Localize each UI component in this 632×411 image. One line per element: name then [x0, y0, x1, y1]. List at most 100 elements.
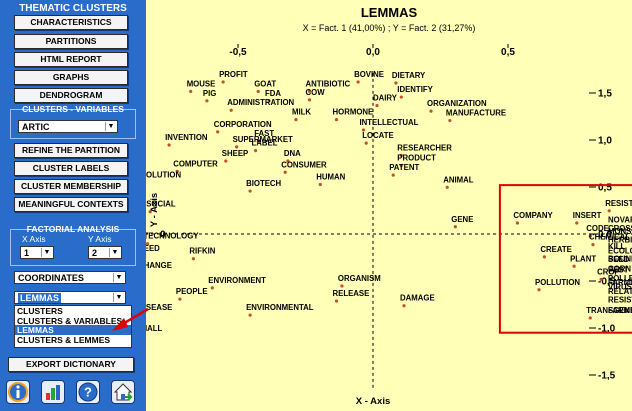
data-point [221, 80, 225, 84]
x-axis-select[interactable]: 1 ▼ [20, 246, 54, 259]
point-label: POLLUTION [535, 278, 580, 287]
point-label: KILL [608, 242, 626, 251]
dendrogram-button[interactable]: DENDROGRAM [14, 88, 128, 103]
point-label: PEOPLE [176, 287, 208, 296]
point-label: LABEL [252, 139, 278, 148]
scatter-chart: LEMMAS X = Fact. 1 (41,00%) ; Y = Fact. … [146, 5, 632, 407]
y-tick-label: 1,0 [598, 136, 612, 147]
point-label: DAIRY [373, 94, 398, 103]
html-report-button[interactable]: HTML REPORT [14, 52, 128, 67]
point-label: RELEASE [333, 289, 370, 298]
cluster-labels-button[interactable]: CLUSTER LABELS [14, 161, 128, 176]
point-label: SHEEP [222, 149, 248, 158]
export-dictionary-button[interactable]: EXPORT DICTIONARY [8, 357, 134, 372]
point-label: ENVIRONMENTAL [246, 303, 314, 312]
point-label: TRANSGENIC [586, 306, 632, 315]
data-point [361, 128, 366, 132]
dropdown-option-lemmas[interactable]: LEMMAS [15, 325, 131, 336]
chevron-down-icon: ▼ [41, 248, 52, 257]
point-label: DNA [284, 149, 301, 158]
point-label: RIFKIN [189, 247, 215, 256]
point-label: RESISTANT [608, 296, 632, 305]
data-point [146, 242, 150, 246]
point-label: INTELLECTUAL [360, 118, 419, 127]
data-point [178, 297, 182, 301]
data-point [248, 189, 252, 193]
point-label: CREATE [540, 245, 571, 254]
cluster-membership-button[interactable]: CLUSTER MEMBERSHIP [14, 179, 128, 194]
characteristics-button[interactable]: CHARACTERISTICS [14, 15, 128, 30]
items-dropdown-list: CLUSTERS CLUSTERS & VARIABLES LEMMAS CLU… [14, 305, 132, 348]
chart-button[interactable] [41, 380, 65, 404]
point-label: HUMAN [316, 172, 345, 181]
data-point [588, 234, 592, 238]
dropdown-option-clusters[interactable]: CLUSTERS [17, 306, 63, 316]
info-button[interactable] [6, 380, 30, 404]
data-point [256, 89, 260, 94]
clusters-variables-group [10, 109, 136, 139]
y-tick-label: -0,5 [598, 277, 616, 288]
point-label: ADMINISTRATION [227, 98, 294, 107]
point-label: INVENTION [165, 133, 208, 142]
data-point [429, 109, 433, 113]
point-label: CORN [608, 265, 631, 274]
data-point [334, 299, 339, 303]
data-point [224, 159, 228, 163]
data-point [148, 210, 152, 214]
highlight-box [498, 184, 632, 334]
data-point [318, 182, 322, 187]
data-point [588, 316, 592, 320]
plot-area: LEMMAS X = Fact. 1 (41,00%) ; Y = Fact. … [112, 0, 632, 411]
data-point [399, 95, 403, 99]
point-label: MILK [292, 108, 311, 117]
refine-partition-button[interactable]: REFINE THE PARTITION [14, 143, 128, 158]
point-label: MOUSE [187, 79, 216, 88]
items-select[interactable]: LEMMAS ▼ [14, 291, 126, 304]
partitions-button[interactable]: PARTITIONS [14, 34, 128, 49]
y-axis-select[interactable]: 2 ▼ [88, 246, 122, 259]
sidebar-panel: THEMATIC CLUSTERS CHARACTERISTICS PARTIT… [0, 0, 146, 411]
point-label: COMPANY [513, 211, 553, 220]
svg-text:?: ? [84, 385, 92, 400]
point-label: CHANGE [146, 261, 172, 270]
point-label: CHEMICAL [589, 233, 630, 242]
dropdown-option-clusters-lemmes[interactable]: CLUSTERS & LEMMES [17, 335, 111, 345]
data-point [572, 264, 576, 268]
help-button[interactable]: ? [76, 380, 100, 404]
home-button[interactable] [111, 380, 135, 404]
meaningful-contexts-button[interactable]: MEANINGFUL CONTEXTS [14, 197, 128, 212]
point-label: PROFIT [219, 70, 248, 79]
point-label: FARMLAND [608, 278, 632, 287]
data-point [445, 185, 449, 189]
y-axis-title: Y - Axis [149, 193, 160, 227]
data-point [307, 89, 312, 94]
data-point [391, 173, 395, 177]
point-label: DIETARY [392, 71, 426, 80]
point-label: BOUNDARY [608, 254, 632, 263]
point-label: PATENT [389, 163, 419, 172]
data-point [453, 225, 457, 229]
coordinates-select[interactable]: COORDINATES ▼ [14, 271, 126, 284]
point-label: LOCATE [362, 131, 393, 140]
point-label: ORGANIZATION [427, 99, 487, 108]
clusters-select[interactable]: ARTIC ▼ [18, 120, 118, 133]
point-label: HERBICIDE [608, 235, 632, 244]
data-point [286, 159, 290, 163]
help-icon: ? [78, 382, 98, 402]
data-point [375, 103, 379, 108]
graphs-button[interactable]: GRAPHS [14, 70, 128, 85]
data-point [394, 81, 398, 85]
point-label: NOVARTIS [608, 216, 632, 225]
data-point [599, 277, 603, 282]
point-label: COW [306, 88, 326, 97]
chart-icon [46, 385, 60, 400]
point-label: POLLEN [608, 274, 632, 283]
data-point [364, 141, 368, 145]
point-label: RESISTANCE [605, 199, 632, 208]
chart-title: LEMMAS [361, 5, 418, 20]
point-label: BIOTECH [246, 179, 281, 188]
data-point [607, 209, 611, 213]
point-label: SOCIAL [146, 200, 176, 209]
dropdown-option-clusters-variables[interactable]: CLUSTERS & VARIABLES [17, 315, 123, 326]
point-label: GOAT [254, 79, 276, 88]
